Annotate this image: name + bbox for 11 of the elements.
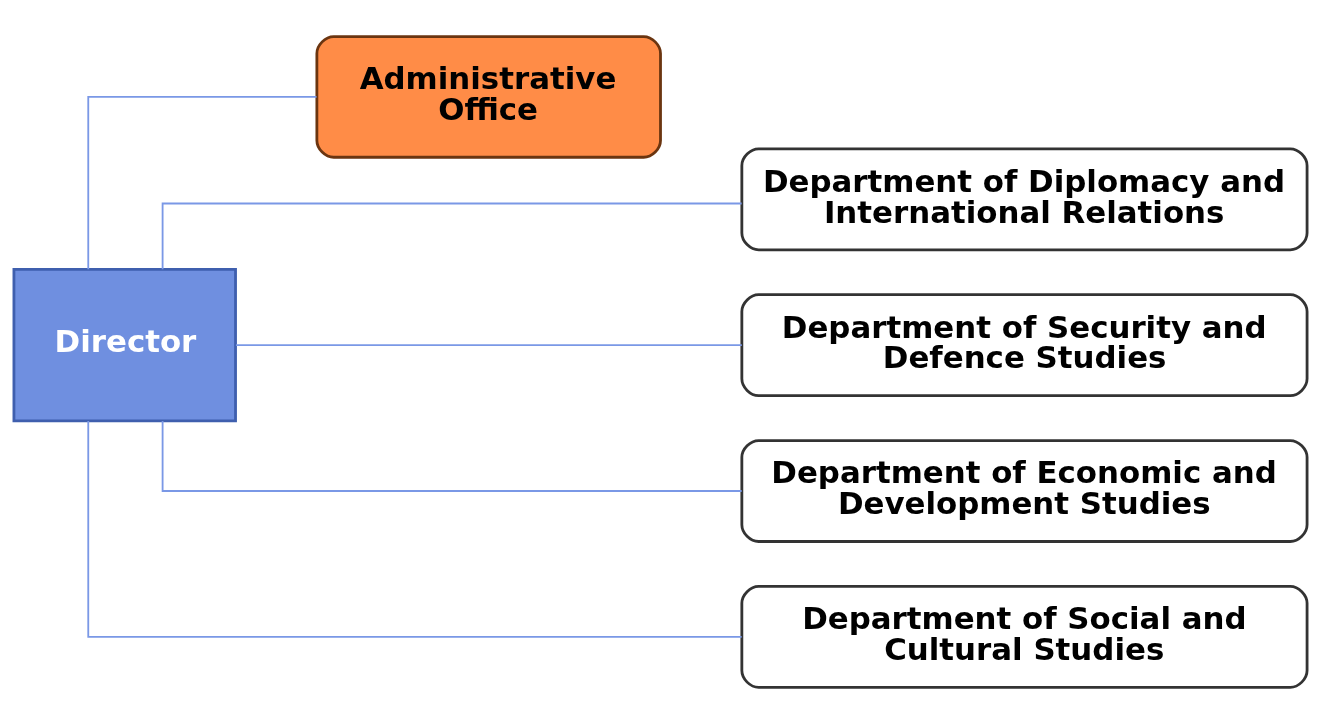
node-box: Department of Economic and Development Studies bbox=[740, 438, 1309, 543]
connector bbox=[161, 202, 743, 270]
connector bbox=[235, 343, 743, 346]
node-box: Department of Security and Defence Studies bbox=[740, 292, 1309, 397]
connector bbox=[161, 419, 743, 492]
node-box: Department of Social and Cultural Studies bbox=[740, 584, 1309, 689]
connector bbox=[87, 419, 743, 638]
node-box: Department of Diplomacy and International Relations bbox=[740, 146, 1309, 251]
node-box: Director bbox=[12, 267, 237, 422]
connector bbox=[87, 95, 318, 270]
node-box: Administrative Office bbox=[315, 34, 662, 159]
